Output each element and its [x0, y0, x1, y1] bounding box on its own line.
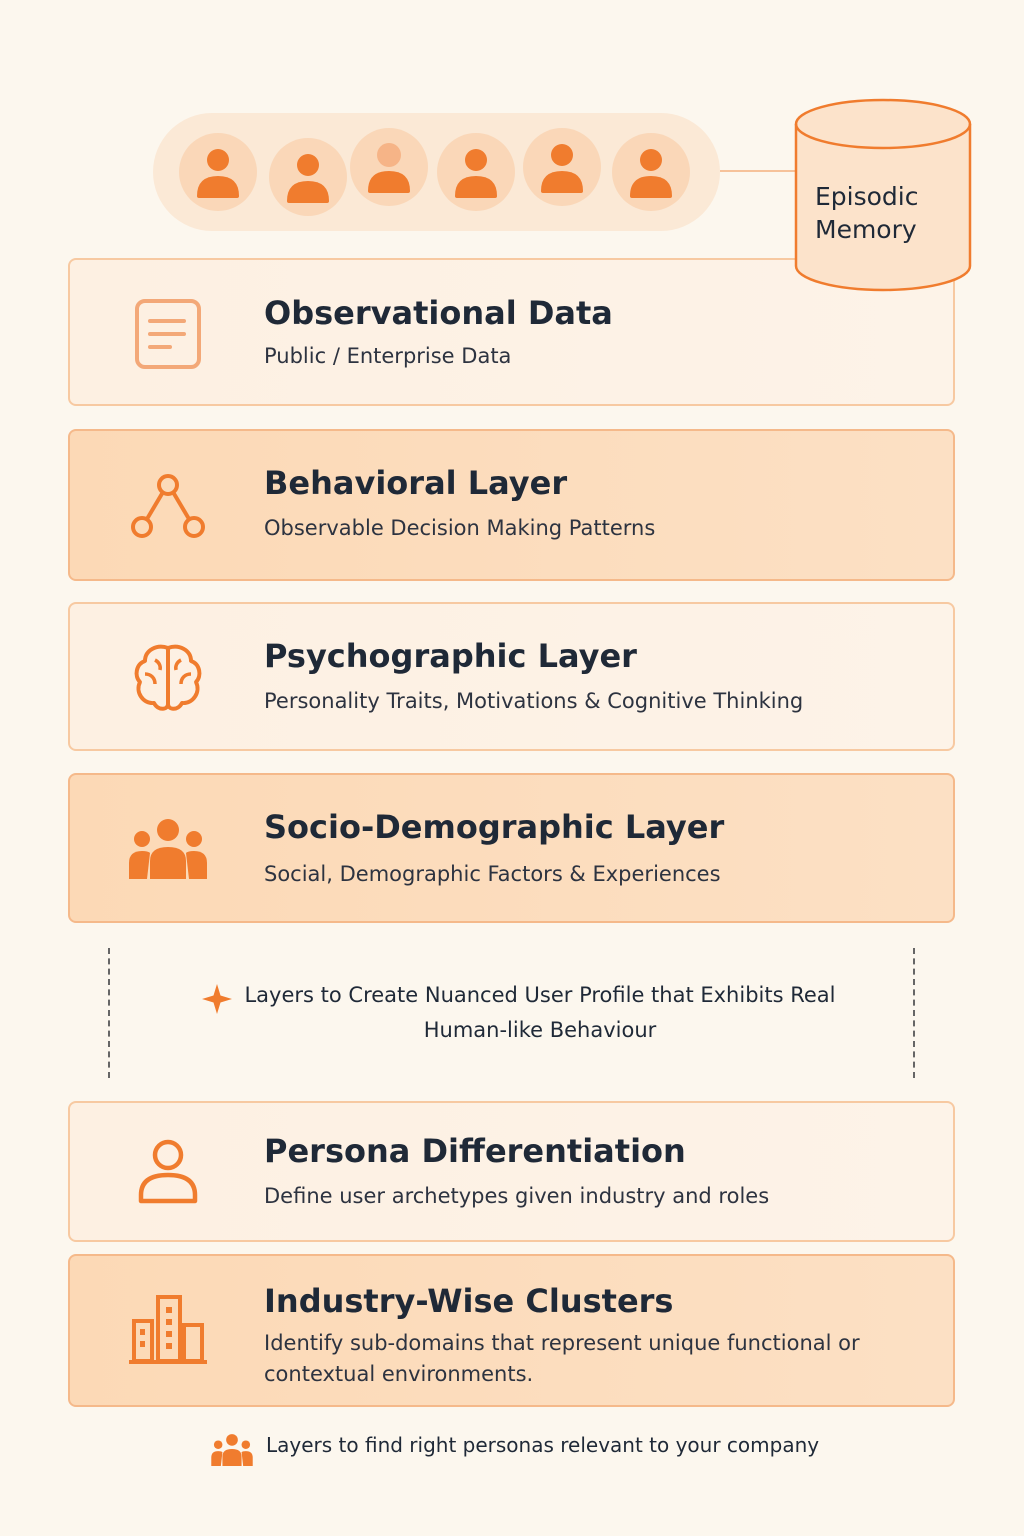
layer-subtitle: Public / Enterprise Data	[264, 344, 512, 368]
layer-subtitle: Personality Traits, Motivations & Cognit…	[264, 689, 804, 713]
layer-card-socio-demographic: Socio-Demographic Layer Social, Demograp…	[68, 773, 955, 923]
persona-avatar	[179, 133, 257, 211]
layer-card-behavioral: Behavioral Layer Observable Decision Mak…	[68, 429, 955, 581]
memory-label-line: Episodic	[815, 182, 919, 211]
layer-title: Observational Data	[264, 294, 613, 332]
group-icon	[128, 809, 208, 889]
layer-subtitle: Identify sub-domains that represent uniq…	[264, 1331, 860, 1386]
layer-card-industry-clusters: Industry-Wise Clusters Identify sub-doma…	[68, 1254, 955, 1407]
persona-avatar	[523, 128, 601, 206]
footer-note: Layers to find right personas relevant t…	[266, 1433, 820, 1457]
building-icon	[128, 1288, 208, 1368]
person-icon	[287, 154, 329, 203]
dashed-divider-left	[108, 948, 110, 1078]
group-icon	[211, 1434, 253, 1466]
layer-subtitle: Observable Decision Making Patterns	[264, 516, 656, 540]
episodic-memory-label: Episodic Memory	[815, 180, 951, 246]
sparkle-icon	[202, 984, 232, 1014]
layer-subtitle: Social, Demographic Factors & Experience…	[264, 862, 721, 886]
persona-avatar	[269, 138, 347, 216]
database-cylinder-icon	[794, 98, 972, 292]
person-icon	[455, 149, 497, 198]
persona-avatar	[350, 128, 428, 206]
memory-label-line: Memory	[815, 215, 917, 244]
dashed-divider-right	[913, 948, 915, 1078]
memory-connector	[720, 170, 798, 172]
layer-title: Behavioral Layer	[264, 464, 568, 502]
layer-card-persona-differentiation: Persona Differentiation Define user arch…	[68, 1101, 955, 1242]
layers-note: Layers to Create Nuanced User Profile th…	[244, 983, 836, 1042]
layer-title: Persona Differentiation	[264, 1132, 686, 1170]
persona-avatar	[437, 133, 515, 211]
person-icon	[368, 143, 410, 193]
document-icon	[128, 294, 208, 374]
layer-subtitle: Define user archetypes given industry an…	[264, 1184, 770, 1208]
person-icon	[630, 149, 672, 198]
person-icon	[197, 149, 239, 198]
layer-title: Psychographic Layer	[264, 637, 637, 675]
person-icon	[541, 144, 583, 193]
layer-card-psychographic: Psychographic Layer Personality Traits, …	[68, 602, 955, 751]
user-outline-icon	[128, 1131, 208, 1211]
layer-title: Socio-Demographic Layer	[264, 808, 725, 846]
layer-title: Industry-Wise Clusters	[264, 1282, 674, 1320]
layer-card-observational: Observational Data Public / Enterprise D…	[68, 258, 955, 406]
brain-icon	[128, 638, 208, 718]
graph-nodes-icon	[128, 467, 208, 547]
persona-avatar	[612, 133, 690, 211]
